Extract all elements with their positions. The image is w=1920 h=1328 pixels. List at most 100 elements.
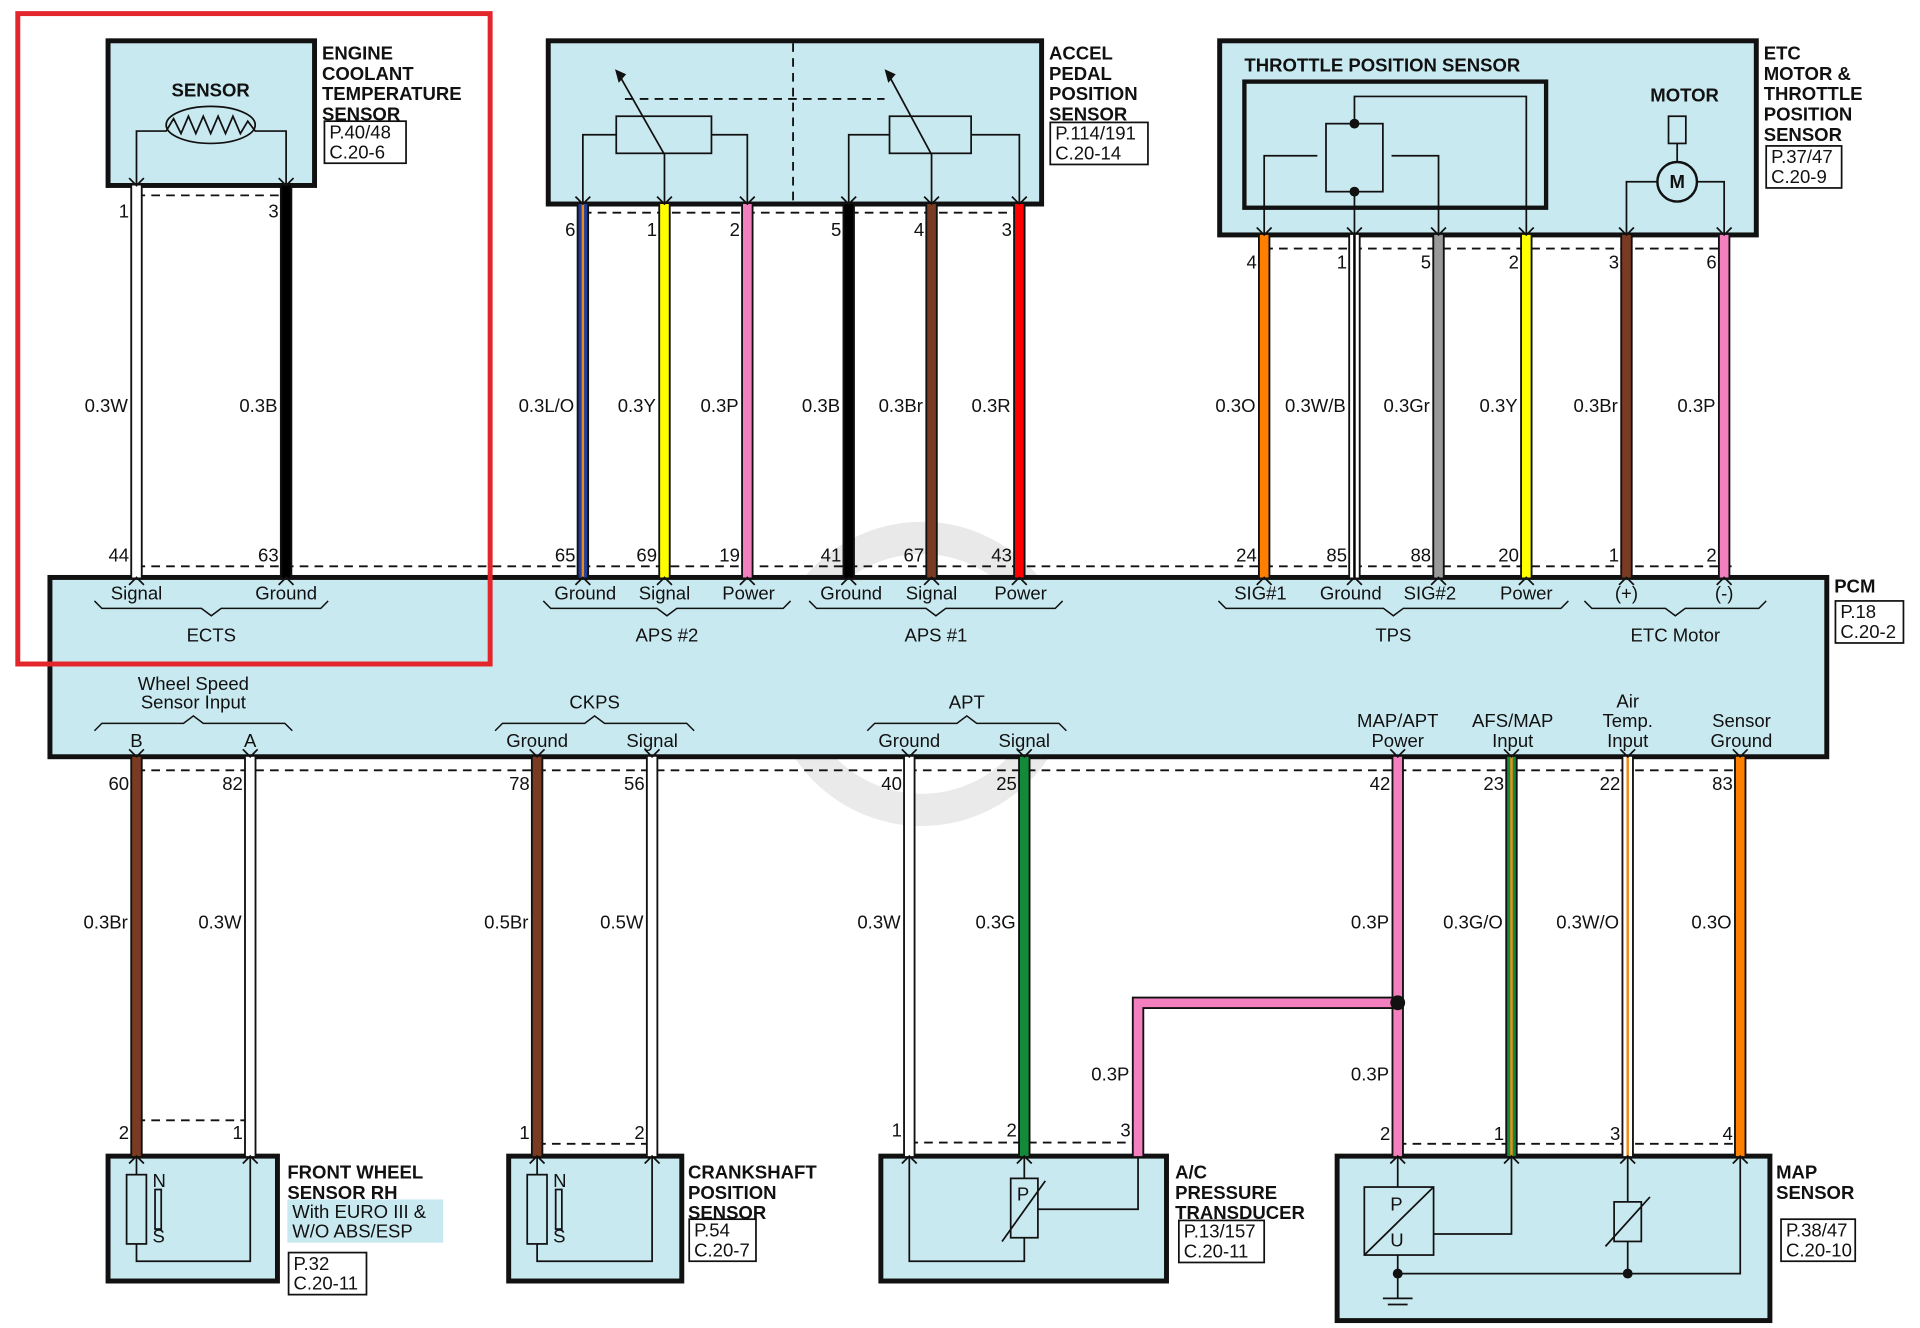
component-title: ETC: [1764, 42, 1801, 63]
pin-number: 5: [831, 219, 841, 240]
component-title: POSITION: [1049, 83, 1138, 104]
group-brace: [494, 715, 695, 732]
pin-number: 88: [1410, 544, 1431, 565]
page-reference: P.32: [294, 1253, 330, 1274]
pcm-pin-label: SIG#1: [1234, 583, 1287, 604]
pcm-pin-label: A: [244, 730, 257, 751]
variant-note: W/O ABS/ESP: [292, 1221, 413, 1242]
page-reference: P.18: [1840, 601, 1876, 622]
wire-top-5: [840, 195, 857, 586]
component-title: CRANKSHAFT: [688, 1161, 817, 1182]
tps-inner-box: [1242, 79, 1549, 210]
connector-reference: C.20-9: [1771, 166, 1827, 187]
pin-number: 60: [108, 773, 129, 794]
map-sensor-box: [1334, 1153, 1773, 1324]
pcm-pin-label: Air: [1616, 690, 1639, 711]
magnetic-pickup-icon: [125, 1156, 252, 1263]
pin-number: 43: [991, 544, 1012, 565]
page-reference: P.13/157: [1184, 1221, 1256, 1242]
pin-number: 5: [1421, 251, 1431, 272]
pin-number: 1: [233, 1122, 243, 1143]
voltage-symbol: U: [1390, 1229, 1403, 1250]
group-brace: [808, 600, 1064, 617]
page-reference-box: [287, 1251, 368, 1296]
motor-symbol: M: [1669, 171, 1684, 192]
wire-top-10: [1430, 226, 1447, 586]
pcm-pin-label: Ground: [506, 730, 568, 751]
wire-top-2: [574, 195, 591, 586]
potentiometer-icon: [582, 69, 885, 205]
pcm-pin-label: Signal: [906, 583, 958, 604]
group-brace: [542, 600, 792, 617]
component-title: SENSOR: [322, 104, 400, 125]
component-title: TRANSDUCER: [1175, 1202, 1305, 1223]
pcm-pin-label: Ground: [820, 583, 882, 604]
pin-number: 19: [719, 544, 740, 565]
wire-top-0: [128, 177, 145, 586]
highlight-frame: [15, 11, 493, 667]
wire-top-3: [656, 195, 673, 586]
pin-number: 2: [119, 1122, 129, 1143]
page-reference-box: [1049, 121, 1149, 166]
pcm-pin-label: SIG#2: [1404, 583, 1457, 604]
component-title: POSITION: [1764, 104, 1853, 125]
pressure-symbol: P: [1390, 1194, 1402, 1215]
splice-dot: [1390, 995, 1406, 1011]
pin-number: 65: [555, 544, 576, 565]
wire-gauge-label: 0.5W: [600, 912, 644, 933]
component-title: MAP: [1776, 1161, 1817, 1182]
pin-number: 1: [519, 1122, 529, 1143]
component-title: FRONT WHEEL: [287, 1161, 423, 1182]
wire-gauge-label: 0.3W/B: [1285, 395, 1346, 416]
pin-number: 1: [647, 219, 657, 240]
wire-gauge-label: 0.5Br: [484, 912, 528, 933]
page-reference: P.40/48: [329, 121, 391, 142]
pcm-pin-label: Ground: [1320, 583, 1382, 604]
pin-number: 24: [1236, 544, 1257, 565]
pcm-group-label: Wheel Speed: [138, 673, 249, 694]
wire-gauge-label: 0.3W: [85, 395, 129, 416]
tps-inner-title: THROTTLE POSITION SENSOR: [1244, 55, 1520, 76]
pin-number: 83: [1712, 773, 1733, 794]
wire-gauge-label: 0.3W: [198, 912, 242, 933]
component-title: ENGINE: [322, 42, 393, 63]
wire-gauge-label: 0.3P: [701, 395, 739, 416]
pressure-symbol: P: [1017, 1184, 1029, 1205]
pin-number: 1: [1494, 1123, 1504, 1144]
wire-gauge-label: 0.3B: [239, 395, 277, 416]
pcm-group-label: ECTS: [187, 625, 236, 646]
wire-top-13: [1716, 226, 1733, 586]
component-title: A/C: [1175, 1161, 1207, 1182]
pin-number: 67: [904, 544, 925, 565]
pin-number: 4: [1246, 251, 1256, 272]
pin-number: 2: [634, 1122, 644, 1143]
pin-number: 20: [1498, 544, 1519, 565]
component-title: SENSOR RH: [287, 1182, 397, 1203]
pcm-box: [47, 574, 1830, 760]
pcm-pin-label: Power: [722, 583, 775, 604]
variant-note: With EURO III &: [292, 1201, 426, 1222]
note-background: [287, 1199, 444, 1243]
wire-gauge-label: 0.3G/O: [1443, 912, 1503, 933]
pcm-group-label: APT: [949, 692, 985, 713]
connector-reference: C.20-2: [1840, 621, 1896, 642]
wire-bottom-5: [1016, 748, 1033, 1165]
pin-number: 22: [1600, 773, 1621, 794]
wire-gauge-label: 0.3O: [1691, 912, 1731, 933]
pcm-pin-label: Signal: [999, 730, 1051, 751]
page-reference-box: [323, 120, 407, 165]
pcm-group-label: Sensor Input: [141, 692, 247, 713]
wire-gauge-label: 0.3Gr: [1384, 395, 1430, 416]
wire-branch: [1131, 996, 1398, 1157]
pcm-pin-label: Input: [1492, 730, 1534, 751]
pin-number: 1: [119, 201, 129, 222]
connector-reference: C.20-6: [329, 141, 385, 162]
component-title: SENSOR: [1049, 104, 1127, 125]
component-title: PRESSURE: [1175, 1182, 1277, 1203]
group-brace: [1583, 600, 1767, 617]
pin-number: 44: [108, 544, 129, 565]
connector-reference: C.20-10: [1786, 1239, 1852, 1260]
pin-number: 1: [892, 1119, 902, 1140]
pcm-pin-label: MAP/APT: [1357, 710, 1438, 731]
